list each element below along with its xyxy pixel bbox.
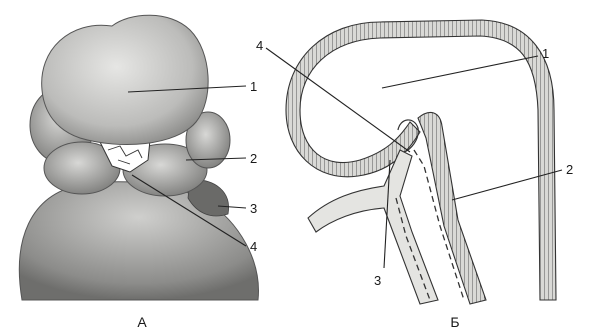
panel-b-illustration: [286, 20, 556, 304]
panel-b-label-1: 1: [542, 46, 549, 61]
panel-b-label-2: 2: [566, 162, 573, 177]
panel-a-illustration: [19, 15, 258, 300]
panel-a-label-3: 3: [250, 201, 257, 216]
panel-a-label-2: 2: [250, 151, 257, 166]
panel-b-label-4: 4: [256, 38, 263, 53]
panel-a-caption: А: [137, 314, 147, 330]
panel-b-caption: Б: [450, 314, 459, 330]
panel-a-label-4: 4: [250, 239, 257, 254]
panel-a-label-1: 1: [250, 79, 257, 94]
panel-b-label-3: 3: [374, 273, 381, 288]
head-cap: [42, 15, 208, 144]
